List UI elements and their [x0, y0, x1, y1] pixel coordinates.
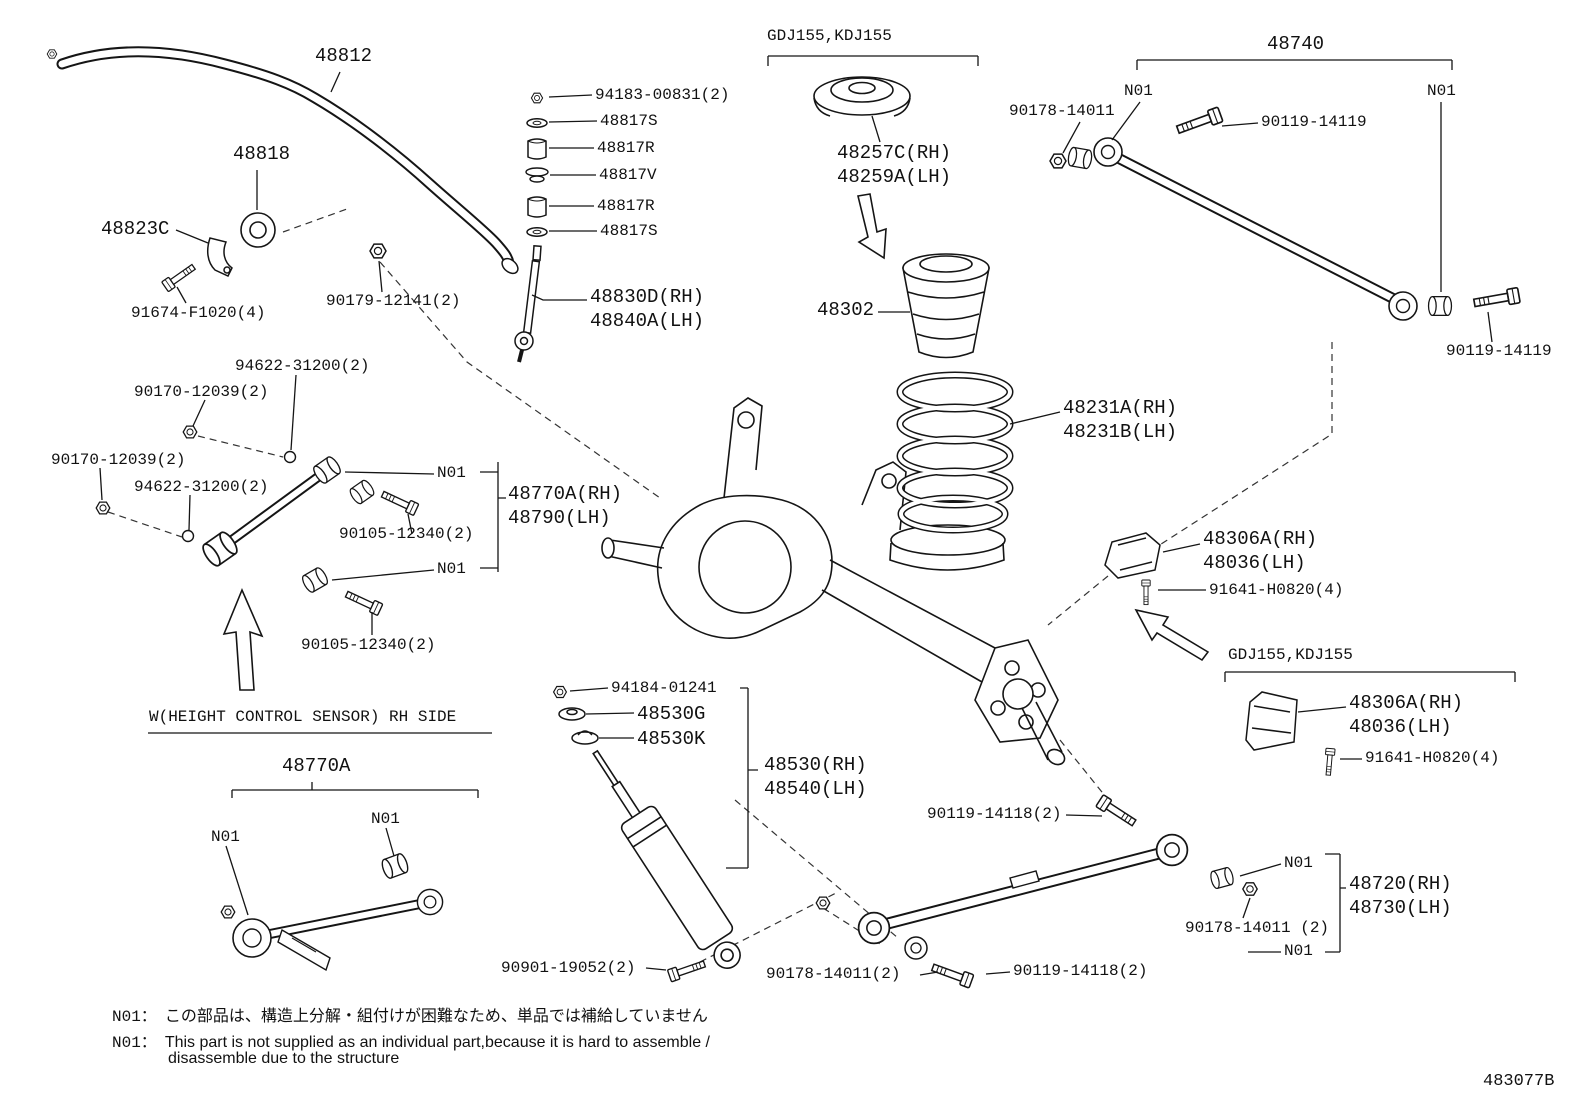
label-upper-arm-lh: 48790(LH)	[508, 507, 611, 529]
label-n01-lower-arm-2: N01	[1284, 942, 1313, 960]
label-n01-hcs-2: N01	[371, 810, 400, 828]
label-stabilizer-bushing: 48818	[233, 143, 291, 165]
label-nut-90179: 90179-12141(2)	[326, 292, 461, 310]
axle-housing	[601, 397, 1066, 766]
upper-control-arm-hcs	[220, 851, 444, 972]
label-coil-spring-rh: 48231A(RH)	[1063, 397, 1178, 419]
footnote-jp: N01： この部品は、構造上分解・組付けが困難なため、単品では補給していません	[112, 1002, 708, 1026]
stabilizer-link	[514, 244, 542, 363]
label-insulator-rh: 48257C(RH)	[837, 142, 952, 164]
spring-bumper	[902, 253, 990, 359]
label-link-rh: 48830D(RH)	[590, 286, 705, 308]
arrow-to-hcs-arm	[222, 587, 264, 691]
bracket-bolt	[160, 261, 198, 293]
label-shock-lh: 48540(LH)	[764, 778, 867, 800]
label-bolt-90119-arm-1: 90119-14118(2)	[927, 805, 1062, 823]
stabilizer-bracket	[206, 237, 233, 277]
label-n01-hcs-1: N01	[211, 828, 240, 846]
label-bumpstop2-rh: 48306A(RH)	[1349, 692, 1464, 714]
footnote-jp-prefix: N01：	[112, 1008, 157, 1026]
label-n01-upper-arm-1: N01	[437, 464, 466, 482]
upper-control-arm	[95, 425, 420, 617]
label-bolt-91641-2: 91641-H0820(4)	[1365, 749, 1500, 767]
label-insulator-lh: 48259A(LH)	[837, 166, 952, 188]
label-48817v: 48817V	[599, 166, 657, 184]
label-lateral-rod: 48740	[1267, 33, 1325, 55]
label-bumpstop1-lh: 48036(LH)	[1203, 552, 1306, 574]
label-stabilizer-bracket: 48823C	[101, 218, 170, 240]
footnote-en-text2: disassemble due to the structure	[168, 1050, 400, 1067]
label-bolt-90105-1: 90105-12340(2)	[339, 525, 474, 543]
footnote-jp-text: この部品は、構造上分解・組付けが困難なため、単品では補給していません	[164, 1008, 708, 1025]
label-lower-arm-lh: 48730(LH)	[1349, 897, 1452, 919]
label-bolt-90901: 90901-19052(2)	[501, 959, 636, 977]
label-bolt-90105-2: 90105-12340(2)	[301, 636, 436, 654]
leader-lines	[99, 55, 1516, 976]
label-n01-upper-arm-2: N01	[437, 560, 466, 578]
label-n01-rod-left: N01	[1124, 82, 1153, 100]
label-coil-spring-lh: 48231B(LH)	[1063, 421, 1178, 443]
label-bumpstop2-lh: 48036(LH)	[1349, 716, 1452, 738]
label-bumpstop1-rh: 48306A(RH)	[1203, 528, 1318, 550]
arrow-to-bumper	[857, 193, 887, 260]
label-nut-90178-arm: 90178-14011 (2)	[1185, 919, 1330, 937]
label-nut-90170-2: 90170-12039(2)	[51, 451, 186, 469]
lower-control-arm	[815, 793, 1258, 989]
label-nut-90178-bottom: 90178-14011(2)	[766, 965, 901, 983]
footnote-en-line1: N01： This part is not supplied as an indi…	[112, 1028, 710, 1052]
stabilizer-link-hardware	[525, 92, 549, 237]
label-n01-lower-arm-1: N01	[1284, 854, 1313, 872]
stabilizer-nut	[369, 243, 387, 259]
label-48817r-1: 48817R	[597, 139, 655, 157]
label-cushion-48530g: 48530G	[637, 703, 706, 725]
label-bolt-91641-1: 91641-H0820(4)	[1209, 581, 1344, 599]
label-lower-arm-rh: 48720(RH)	[1349, 873, 1452, 895]
label-link-lh: 48840A(LH)	[590, 310, 705, 332]
coil-spring	[896, 371, 1014, 534]
label-model-top: GDJ155,KDJ155	[767, 27, 892, 45]
shock-absorber	[552, 685, 741, 983]
footnote-en-prefix: N01：	[112, 1034, 157, 1052]
bump-stop-upper	[1104, 532, 1161, 606]
stabilizer-bar	[46, 46, 519, 275]
label-model-mid: GDJ155,KDJ155	[1228, 646, 1353, 664]
label-upper-arm-rh: 48770A(RH)	[508, 483, 623, 505]
label-48817s-2: 48817S	[600, 222, 658, 240]
label-bolt-90119-right: 90119-14119	[1446, 342, 1552, 360]
bump-stop-lower	[1245, 691, 1336, 776]
spring-upper-insulator	[813, 76, 911, 117]
label-bolt-91674: 91674-F1020(4)	[131, 304, 266, 322]
label-stabilizer-bar: 48812	[315, 45, 373, 67]
lateral-control-rod	[1049, 106, 1521, 321]
stabilizer-bushing	[240, 212, 276, 248]
label-spring-bumper: 48302	[817, 299, 875, 321]
label-ring-94622-1: 94622-31200(2)	[235, 357, 370, 375]
arrow-to-axle	[1134, 608, 1210, 662]
label-bolt-94183: 94183-00831(2)	[595, 86, 730, 104]
footnote-en-line2: disassemble due to the structure	[168, 1050, 399, 1068]
label-bolt-90119-arm-2: 90119-14118(2)	[1013, 962, 1148, 980]
label-nut-90178-top: 90178-14011	[1009, 102, 1115, 120]
label-cushion-48530k: 48530K	[637, 728, 706, 750]
drawing-number: 483077B	[1483, 1072, 1555, 1091]
label-hcs-note: W(HEIGHT CONTROL SENSOR) RH SIDE	[149, 708, 457, 726]
label-hcs-arm: 48770A	[282, 755, 351, 777]
label-48817r-2: 48817R	[597, 197, 655, 215]
footnote-en-text1: This part is not supplied as an individu…	[164, 1034, 710, 1051]
label-n01-rod-right: N01	[1427, 82, 1456, 100]
label-bolt-90119-top: 90119-14119	[1261, 113, 1367, 131]
label-nut-90170-1: 90170-12039(2)	[134, 383, 269, 401]
label-ring-94622-2: 94622-31200(2)	[134, 478, 269, 496]
label-shock-rh: 48530(RH)	[764, 754, 867, 776]
label-48817s-1: 48817S	[600, 112, 658, 130]
label-nut-94184: 94184-01241	[611, 679, 717, 697]
